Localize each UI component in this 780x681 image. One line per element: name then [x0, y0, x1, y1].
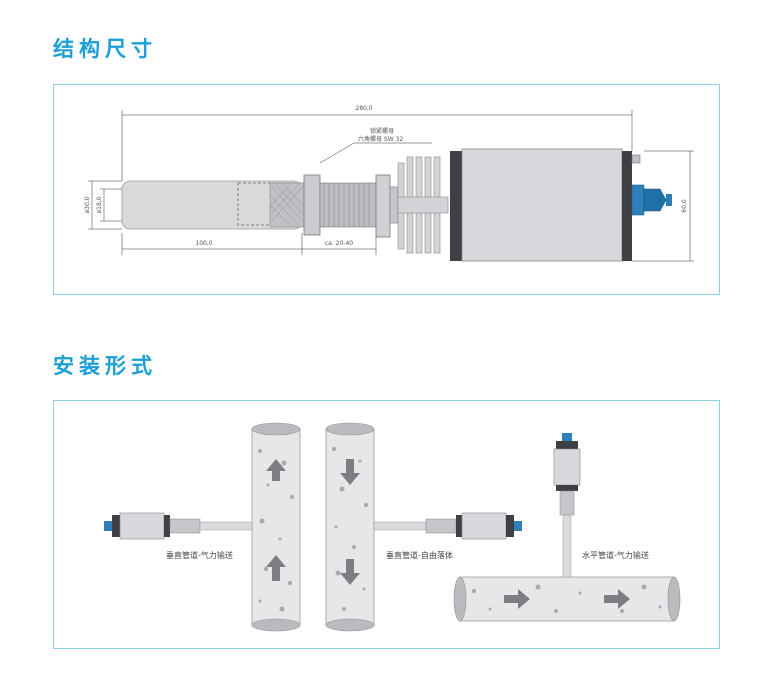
install-label-3: 水平管道-气力输送: [582, 550, 649, 560]
dim-outer-diameter: ø30,0: [84, 196, 91, 213]
install-label-1: 垂直管道-气力输送: [166, 550, 233, 560]
cable-gland: [631, 184, 645, 216]
installation-panel: 垂直管道-气力输送 垂直管道-自由落体: [53, 400, 720, 649]
vertical-pipe-pneumatic: [251, 422, 301, 632]
dim-thread-length: ca. 20-40: [325, 240, 353, 247]
housing-left-ring: [450, 151, 462, 261]
sensor-housing: [461, 148, 623, 262]
flow-right-arrow: [604, 589, 630, 609]
flow-up-arrow: [266, 459, 286, 481]
dim-inner-diameter: ø18,0: [96, 196, 103, 213]
dim-total-length: 280,0: [355, 105, 372, 112]
hex-nut: [303, 174, 321, 236]
installation-heading: 安装形式: [53, 354, 157, 378]
thread-section: [319, 182, 377, 228]
dimension-drawing: 280,0 100,0 ca. 20-40 60,0 ø30,0 ø18,0 锁…: [84, 105, 694, 262]
cooling-fins: [397, 156, 449, 254]
dim-probe-length: 100,0: [195, 240, 212, 247]
installation-drawing: 垂直管道-气力输送 垂直管道-自由落体: [104, 422, 681, 632]
dim-height: 60,0: [681, 199, 688, 213]
flow-up-arrow: [266, 555, 286, 581]
install-label-2: 垂直管道-自由落体: [386, 550, 453, 560]
sensor-unit-3: [553, 433, 581, 578]
flow-down-arrow: [340, 459, 360, 485]
flow-right-arrow: [504, 589, 530, 609]
note-locknut: 锁紧螺母: [370, 127, 394, 135]
dimensions-heading: 结构尺寸: [53, 37, 157, 61]
flow-down-arrow: [340, 559, 360, 585]
sensor-unit-2: [373, 512, 522, 540]
note-hexnut: 六角螺母 SW 32: [358, 135, 403, 143]
sensor-unit-1: [104, 512, 253, 540]
horizontal-pipe-pneumatic: [453, 576, 681, 622]
dimensions-panel: 280,0 100,0 ca. 20-40 60,0 ø30,0 ø18,0 锁…: [53, 84, 720, 295]
braided-section: [269, 182, 305, 228]
vertical-pipe-freefall: [325, 422, 375, 632]
collar: [375, 174, 391, 238]
housing-right-ring: [622, 151, 632, 261]
